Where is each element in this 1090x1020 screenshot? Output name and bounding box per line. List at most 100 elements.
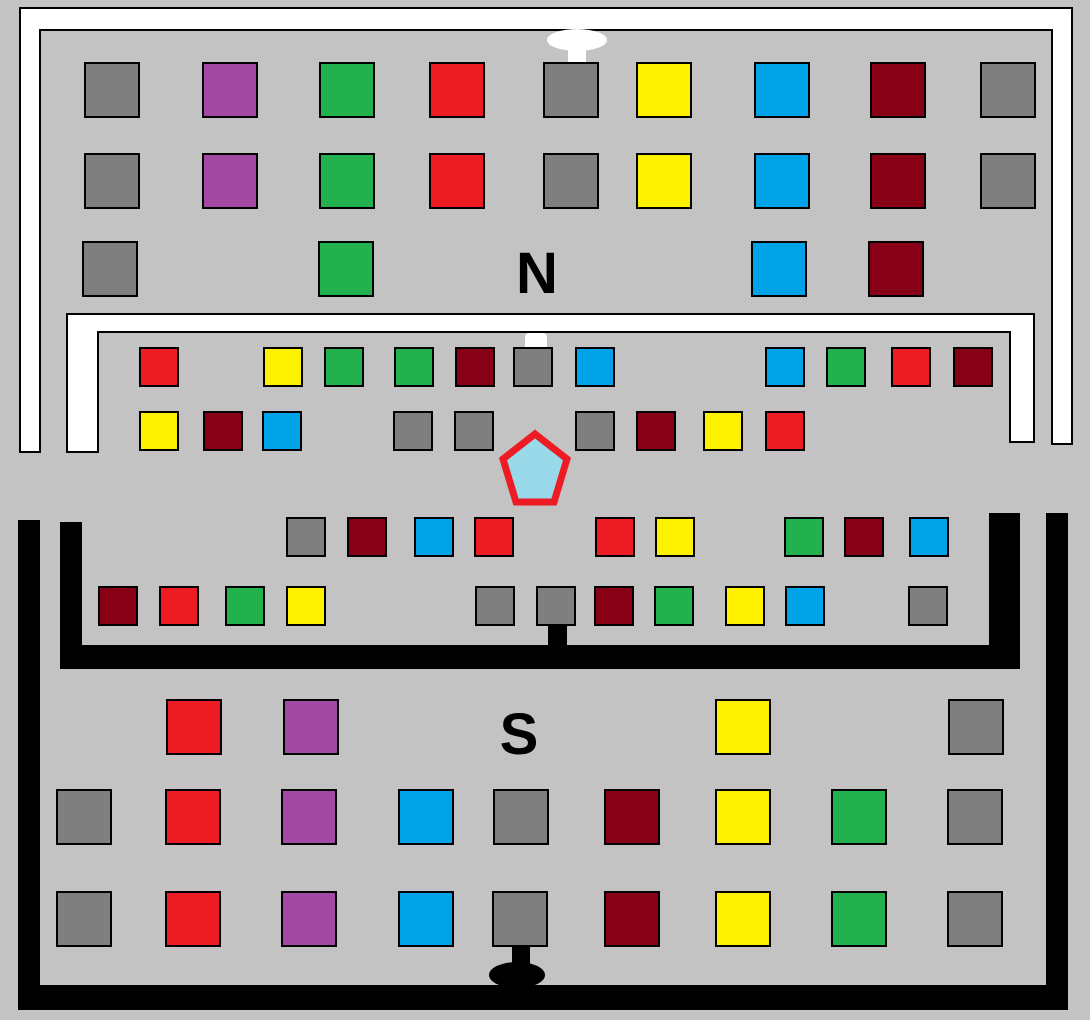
gray-tile[interactable] [84, 153, 140, 209]
gray-tile[interactable] [56, 891, 112, 947]
north-base-walls [19, 7, 1073, 453]
blue-tile[interactable] [398, 891, 454, 947]
north-outer-wall [19, 7, 1073, 453]
yellow-tile[interactable] [286, 586, 326, 626]
yellow-tile[interactable] [703, 411, 743, 451]
red-tile[interactable] [429, 62, 485, 118]
purple-tile[interactable] [281, 891, 337, 947]
blue-tile[interactable] [575, 347, 615, 387]
maroon-tile[interactable] [870, 153, 926, 209]
maroon-tile[interactable] [604, 789, 660, 845]
maroon-tile[interactable] [455, 347, 495, 387]
maroon-tile[interactable] [203, 411, 243, 451]
gray-tile[interactable] [82, 241, 138, 297]
green-tile[interactable] [784, 517, 824, 557]
blue-tile[interactable] [751, 241, 807, 297]
maroon-tile[interactable] [636, 411, 676, 451]
gray-tile[interactable] [393, 411, 433, 451]
gray-tile[interactable] [908, 586, 948, 626]
yellow-tile[interactable] [139, 411, 179, 451]
gray-tile[interactable] [513, 347, 553, 387]
green-tile[interactable] [324, 347, 364, 387]
green-tile[interactable] [831, 789, 887, 845]
green-tile[interactable] [831, 891, 887, 947]
purple-tile[interactable] [202, 153, 258, 209]
purple-tile[interactable] [202, 62, 258, 118]
gray-tile[interactable] [454, 411, 494, 451]
green-tile[interactable] [225, 586, 265, 626]
blue-tile[interactable] [909, 517, 949, 557]
red-tile[interactable] [891, 347, 931, 387]
south-outer-gate [489, 940, 545, 988]
yellow-tile[interactable] [725, 586, 765, 626]
blue-tile[interactable] [398, 789, 454, 845]
color-tiles [56, 62, 1036, 947]
green-tile[interactable] [318, 241, 374, 297]
yellow-tile[interactable] [715, 789, 771, 845]
yellow-tile[interactable] [636, 62, 692, 118]
gray-tile[interactable] [980, 62, 1036, 118]
north-inner-gate [525, 333, 547, 351]
player-pentagon-token[interactable] [498, 429, 572, 506]
gray-tile[interactable] [475, 586, 515, 626]
green-tile[interactable] [319, 153, 375, 209]
red-tile[interactable] [165, 789, 221, 845]
maroon-tile[interactable] [594, 586, 634, 626]
purple-tile[interactable] [281, 789, 337, 845]
north-outer-gate [547, 29, 607, 64]
maroon-tile[interactable] [870, 62, 926, 118]
green-tile[interactable] [319, 62, 375, 118]
yellow-tile[interactable] [715, 699, 771, 755]
gray-tile[interactable] [543, 62, 599, 118]
gray-tile[interactable] [543, 153, 599, 209]
green-tile[interactable] [394, 347, 434, 387]
purple-tile[interactable] [283, 699, 339, 755]
gray-tile[interactable] [493, 789, 549, 845]
gray-tile[interactable] [286, 517, 326, 557]
yellow-tile[interactable] [636, 153, 692, 209]
north-base-label: N [516, 241, 558, 306]
maroon-tile[interactable] [347, 517, 387, 557]
south-inner-gate [548, 624, 567, 648]
south-base-walls [18, 513, 1068, 1010]
north-inner-wall [66, 313, 1035, 453]
green-tile[interactable] [654, 586, 694, 626]
red-tile[interactable] [429, 153, 485, 209]
blue-tile[interactable] [262, 411, 302, 451]
gray-tile[interactable] [56, 789, 112, 845]
red-tile[interactable] [159, 586, 199, 626]
red-tile[interactable] [166, 699, 222, 755]
yellow-tile[interactable] [655, 517, 695, 557]
red-tile[interactable] [165, 891, 221, 947]
green-tile[interactable] [826, 347, 866, 387]
maroon-tile[interactable] [98, 586, 138, 626]
gray-tile[interactable] [84, 62, 140, 118]
maroon-tile[interactable] [844, 517, 884, 557]
red-tile[interactable] [474, 517, 514, 557]
blue-tile[interactable] [754, 62, 810, 118]
south-gates [489, 624, 567, 988]
red-tile[interactable] [595, 517, 635, 557]
south-inner-wall [60, 513, 1020, 669]
gray-tile[interactable] [948, 699, 1004, 755]
yellow-tile[interactable] [263, 347, 303, 387]
gray-tile[interactable] [492, 891, 548, 947]
gray-tile[interactable] [980, 153, 1036, 209]
red-tile[interactable] [765, 411, 805, 451]
maroon-tile[interactable] [868, 241, 924, 297]
red-tile[interactable] [139, 347, 179, 387]
blue-tile[interactable] [754, 153, 810, 209]
north-gates [525, 29, 607, 351]
blue-tile[interactable] [414, 517, 454, 557]
yellow-tile[interactable] [715, 891, 771, 947]
gray-tile[interactable] [536, 586, 576, 626]
gray-tile[interactable] [947, 891, 1003, 947]
blue-tile[interactable] [765, 347, 805, 387]
gray-tile[interactable] [575, 411, 615, 451]
gray-tile[interactable] [947, 789, 1003, 845]
maroon-tile[interactable] [953, 347, 993, 387]
south-base-label: S [500, 702, 539, 767]
maroon-tile[interactable] [604, 891, 660, 947]
blue-tile[interactable] [785, 586, 825, 626]
